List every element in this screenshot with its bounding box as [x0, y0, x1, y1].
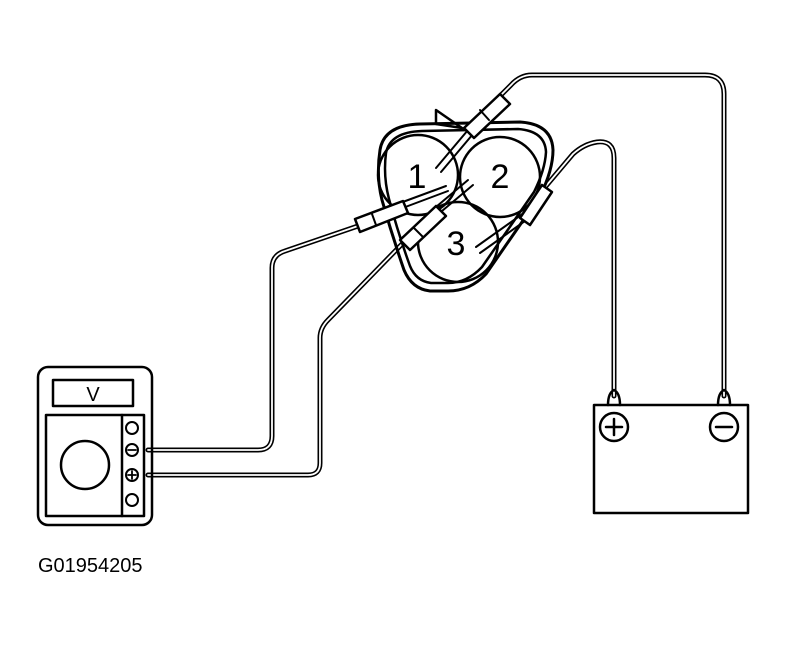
- probe-coil-top: [435, 92, 512, 173]
- wire-meter-positive-to-terminal-3: [145, 240, 406, 478]
- wire-battery-negative-to-coil-top: [497, 72, 727, 399]
- meter-panel: [44, 413, 146, 518]
- probe-terminal-2: [475, 183, 554, 254]
- probe-terminal-3: [398, 179, 474, 252]
- jack-open-icon: [125, 493, 139, 507]
- terminal-3-label: 3: [447, 225, 466, 263]
- terminal-1-tower: [376, 133, 460, 217]
- jack-positive-icon: [125, 468, 139, 482]
- jack-negative-icon: [125, 443, 139, 457]
- ignition-coil-pack: 1 2 3: [376, 108, 555, 293]
- wire-battery-positive-to-terminal-2: [543, 139, 617, 399]
- battery: [592, 388, 750, 515]
- terminal-2-tower: [458, 135, 542, 219]
- terminal-2-label: 2: [491, 158, 510, 196]
- battery-positive-post: [606, 388, 622, 407]
- probe-terminal-1: [353, 185, 449, 234]
- coil-mounting-tab: [434, 108, 464, 130]
- jack-open-icon: [125, 421, 139, 435]
- meter-dial: [59, 439, 111, 491]
- battery-negative-post: [716, 388, 732, 407]
- multimeter: V: [36, 365, 154, 527]
- meter-body: [36, 365, 154, 527]
- battery-negative-icon: [708, 411, 740, 443]
- figure-code: G01954205: [38, 555, 143, 577]
- battery-case: [592, 403, 750, 515]
- battery-positive-icon: [598, 411, 630, 443]
- wire-meter-negative-to-terminal-1: [145, 223, 361, 453]
- meter-display-label: V: [86, 384, 100, 406]
- meter-display: [51, 378, 135, 408]
- terminal-1-label: 1: [408, 158, 427, 196]
